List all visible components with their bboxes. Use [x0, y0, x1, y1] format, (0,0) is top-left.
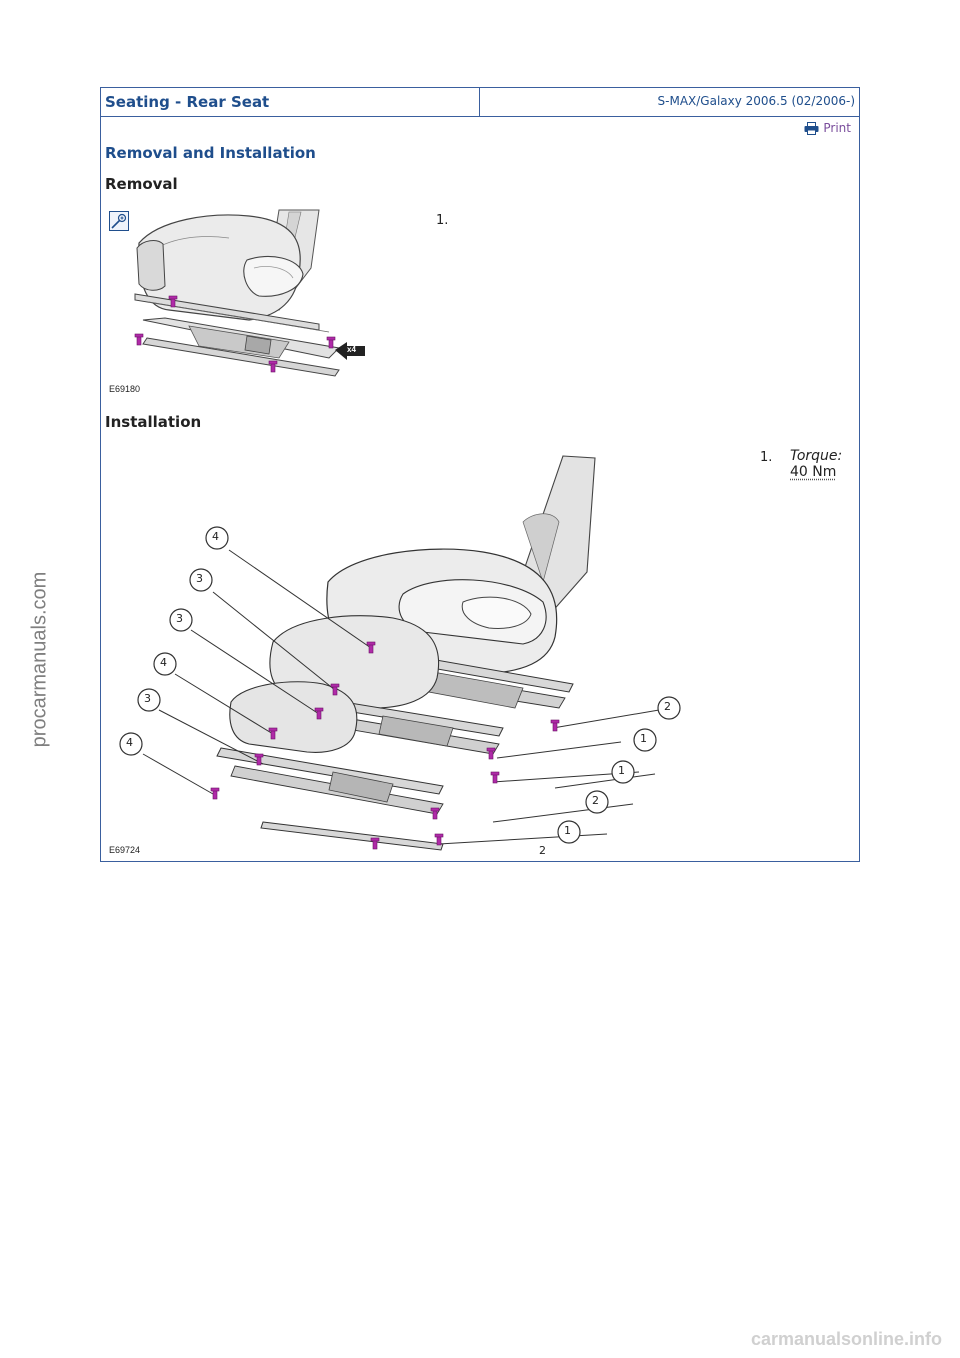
side-watermark-text: procarmanuals.com	[28, 571, 51, 748]
zoom-in-icon[interactable]	[109, 211, 129, 231]
callout-number: 2	[664, 700, 671, 713]
print-button[interactable]: Print	[804, 121, 851, 135]
side-watermark: procarmanuals.com	[12, 540, 51, 780]
figure-code: E69724	[109, 845, 141, 855]
callout-number: 1	[640, 732, 647, 745]
footer-watermark: carmanualsonline.info	[750, 1329, 942, 1349]
removal-figure: x4 E69180	[109, 208, 369, 394]
printer-icon	[804, 121, 819, 135]
callout-number: 4	[212, 530, 219, 543]
callout-number: 1	[618, 764, 625, 777]
callout-number: 4	[160, 656, 167, 669]
model-label: S-MAX/Galaxy 2006.5 (02/2006-)	[657, 94, 855, 108]
print-label: Print	[823, 121, 851, 135]
callout-number: 4	[126, 736, 133, 749]
installation-heading: Installation	[105, 413, 202, 431]
torque-value[interactable]: 40 Nm	[790, 464, 837, 480]
document-frame: Seating - Rear Seat S-MAX/Galaxy 2006.5 …	[100, 87, 860, 862]
callout-number: 3	[176, 612, 183, 625]
installation-figure: 4 3 3 4 3 4 2 1 1 2 1 2 E69724	[103, 452, 703, 857]
callout-number: 2	[592, 794, 599, 807]
page-title: Seating - Rear Seat	[105, 93, 270, 111]
removal-heading: Removal	[105, 175, 178, 193]
installation-step-number: 1.	[760, 450, 773, 465]
callout-number: 3	[196, 572, 203, 585]
quantity-callout: x4	[347, 345, 356, 354]
callout-number: 3	[144, 692, 151, 705]
torque-label: Torque:	[790, 448, 843, 464]
removal-step-number: 1.	[436, 213, 449, 228]
header-title-cell: Seating - Rear Seat	[101, 88, 480, 116]
figure-code: E69180	[109, 384, 141, 394]
torque-spec: Torque: 40 Nm	[790, 448, 842, 480]
document-header: Seating - Rear Seat S-MAX/Galaxy 2006.5 …	[101, 88, 859, 117]
callout-number: 1	[564, 824, 571, 837]
callout-number: 2	[539, 844, 546, 857]
section-title: Removal and Installation	[105, 144, 316, 162]
